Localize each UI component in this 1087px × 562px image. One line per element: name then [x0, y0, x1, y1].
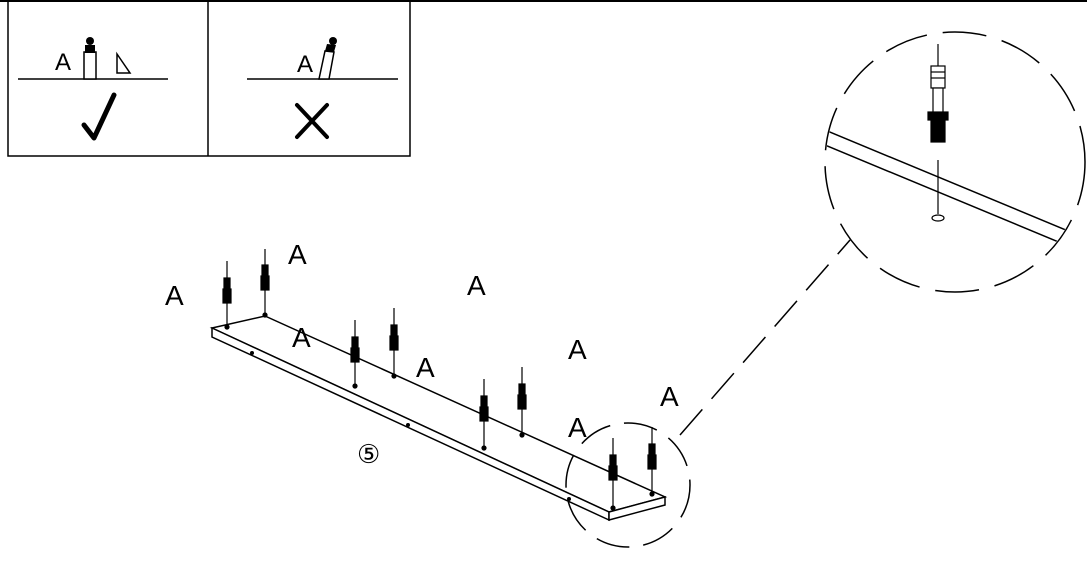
dowel-screw-icon [927, 44, 949, 222]
magnified-detail [826, 44, 1084, 256]
edge-hole [567, 497, 571, 501]
board-front-edge [211, 326, 610, 522]
dowel-screw-icon [389, 308, 399, 379]
large-callout-circle [824, 31, 1086, 293]
screw-label: A [292, 322, 311, 353]
callout-leader [679, 239, 851, 436]
board-edge-line [826, 127, 1084, 241]
board-edge-line [826, 142, 1084, 256]
screw-label: A [288, 239, 307, 270]
correct-panel: A [18, 37, 168, 141]
screws [222, 249, 657, 511]
board-top-face [209, 315, 668, 513]
screw-label: A [467, 270, 486, 301]
dowel-screw-icon [260, 249, 270, 318]
tilted-dowel-screw-icon [318, 37, 337, 80]
screw-label: A [165, 280, 184, 311]
screw-label: A [416, 352, 435, 383]
board-part-5: ⑤ [209, 315, 668, 522]
dowel-screw-icon [222, 261, 232, 330]
part-number: ⑤ [357, 439, 380, 469]
board-end-edge [608, 496, 666, 521]
dowel-screw-icon [83, 37, 97, 80]
cross-mark-icon [295, 103, 329, 139]
check-mark-icon [81, 92, 117, 141]
edge-hole [406, 423, 410, 427]
instruction-panels: A A [7, 0, 411, 157]
part-label-a: A [297, 51, 313, 78]
wrong-panel: A [247, 37, 398, 139]
triangle-icon [116, 51, 132, 74]
dowel-screw-icon [647, 427, 657, 497]
small-callout-circle [565, 422, 691, 548]
part-label-a: A [55, 49, 71, 76]
panel-frame [7, 0, 411, 157]
screw-label: A [568, 334, 587, 365]
dowel-screw-icon [350, 320, 360, 389]
screw-label: A [568, 412, 587, 443]
detail-callout [565, 31, 1086, 548]
screw-labels: A A A A A A A A [165, 239, 679, 443]
dowel-screw-icon [517, 367, 527, 438]
dowel-screw-icon [608, 438, 618, 511]
dowel-screw-icon [479, 379, 489, 451]
edge-hole [250, 351, 254, 355]
screw-label: A [660, 381, 679, 412]
